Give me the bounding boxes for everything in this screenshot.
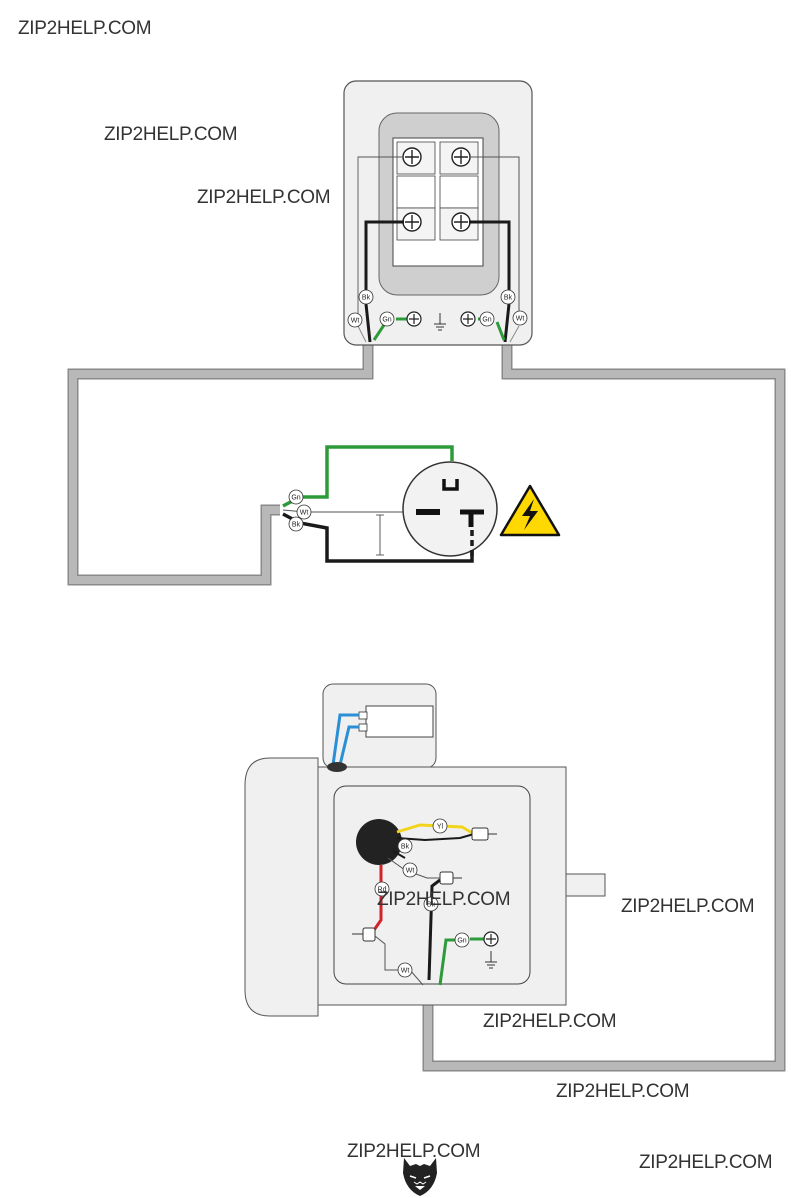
motor-wire-label-rd: Rd	[374, 881, 390, 897]
svg-text:Bk: Bk	[292, 522, 301, 529]
motor-green-wire	[438, 937, 485, 986]
watermark: ZIP2HELP.COM	[197, 187, 331, 208]
motor-wire-label-bk-lower: Bk	[423, 896, 439, 912]
wolf-head-logo-icon	[403, 1158, 437, 1196]
capacitor	[365, 705, 434, 738]
motor-wire-label-wt-upper: Wt	[402, 862, 418, 878]
motor-shaft	[565, 873, 606, 897]
svg-text:Bk: Bk	[427, 902, 436, 909]
svg-text:Bk: Bk	[504, 295, 513, 302]
plug-right-prong	[460, 509, 484, 527]
watermark: ZIP2HELP.COM	[483, 1011, 617, 1032]
svg-text:Rd: Rd	[378, 887, 387, 894]
terminal-screw-top-left	[402, 147, 422, 167]
ground-icon	[485, 951, 497, 969]
plug-wire-label-gn: Gn	[288, 489, 304, 505]
svg-text:Wt: Wt	[516, 316, 525, 323]
watermark: ZIP2HELP.COM	[621, 896, 755, 917]
plug-ground-prong	[442, 479, 459, 491]
plug-wire-label-wt: Wt	[296, 504, 312, 520]
motor-ground-screw	[483, 931, 499, 947]
motor-endbell	[244, 757, 319, 1017]
svg-text:Yl: Yl	[437, 824, 444, 831]
watermark: ZIP2HELP.COM	[556, 1081, 690, 1102]
wire-label-wt-left: Wt	[347, 312, 363, 328]
watermark: ZIP2HELP.COM	[377, 889, 511, 910]
plug-wire-label-bk: Bk	[288, 516, 304, 532]
wire-label-bk-right: Bk	[500, 289, 516, 305]
watermark: ZIP2HELP.COM	[18, 18, 152, 39]
wire-label-gn-left: Gn	[379, 311, 395, 327]
capacitor-blue-wire-b	[338, 725, 359, 766]
motor-wire-label-yl: Yl	[432, 818, 448, 834]
terminal-screw-top-right	[451, 147, 471, 167]
svg-text:Bk: Bk	[362, 295, 371, 302]
svg-text:Bk: Bk	[401, 844, 410, 851]
switch-box: Bk Wt Gn Bk Gn Wt	[343, 80, 533, 346]
capacitor-grommet	[327, 762, 347, 772]
svg-text:Gn: Gn	[482, 317, 491, 324]
ground-icon	[434, 313, 446, 331]
svg-text:Gn: Gn	[291, 495, 300, 502]
plug-assembly: Gn Wt Bk	[282, 445, 561, 563]
ground-screw-left	[406, 311, 422, 327]
motor-assembly: Yl Bk Wt Rd Bk Gn Wt	[244, 683, 606, 1017]
motor-wire-label-bk-upper: Bk	[397, 838, 413, 854]
high-voltage-warning-icon	[499, 484, 561, 537]
power-cords	[67, 340, 786, 1072]
terminal-screw-bottom-right	[451, 212, 471, 232]
motor-centrifugal-switch	[356, 819, 402, 865]
terminal-screw-bottom-left	[402, 212, 422, 232]
watermark: ZIP2HELP.COM	[104, 124, 238, 145]
svg-text:Wt: Wt	[401, 968, 410, 975]
capacitor-blue-wire-a	[331, 713, 359, 766]
motor-wire-label-gn: Gn	[454, 932, 470, 948]
wire-label-gn-right: Gn	[479, 311, 495, 327]
motor-black-lead	[427, 878, 441, 981]
watermark: ZIP2HELP.COM	[639, 1152, 773, 1173]
ground-screw-right	[460, 311, 476, 327]
watermark: ZIP2HELP.COM	[347, 1141, 481, 1162]
svg-text:Wt: Wt	[351, 318, 360, 325]
wire-label-bk-left: Bk	[358, 289, 374, 305]
motor-wire-label-wt-lower: Wt	[397, 962, 413, 978]
svg-text:Wt: Wt	[406, 868, 415, 875]
svg-text:Gn: Gn	[382, 317, 391, 324]
wire-label-wt-right: Wt	[512, 310, 528, 326]
svg-text:Gn: Gn	[457, 938, 466, 945]
svg-text:Wt: Wt	[300, 510, 309, 517]
